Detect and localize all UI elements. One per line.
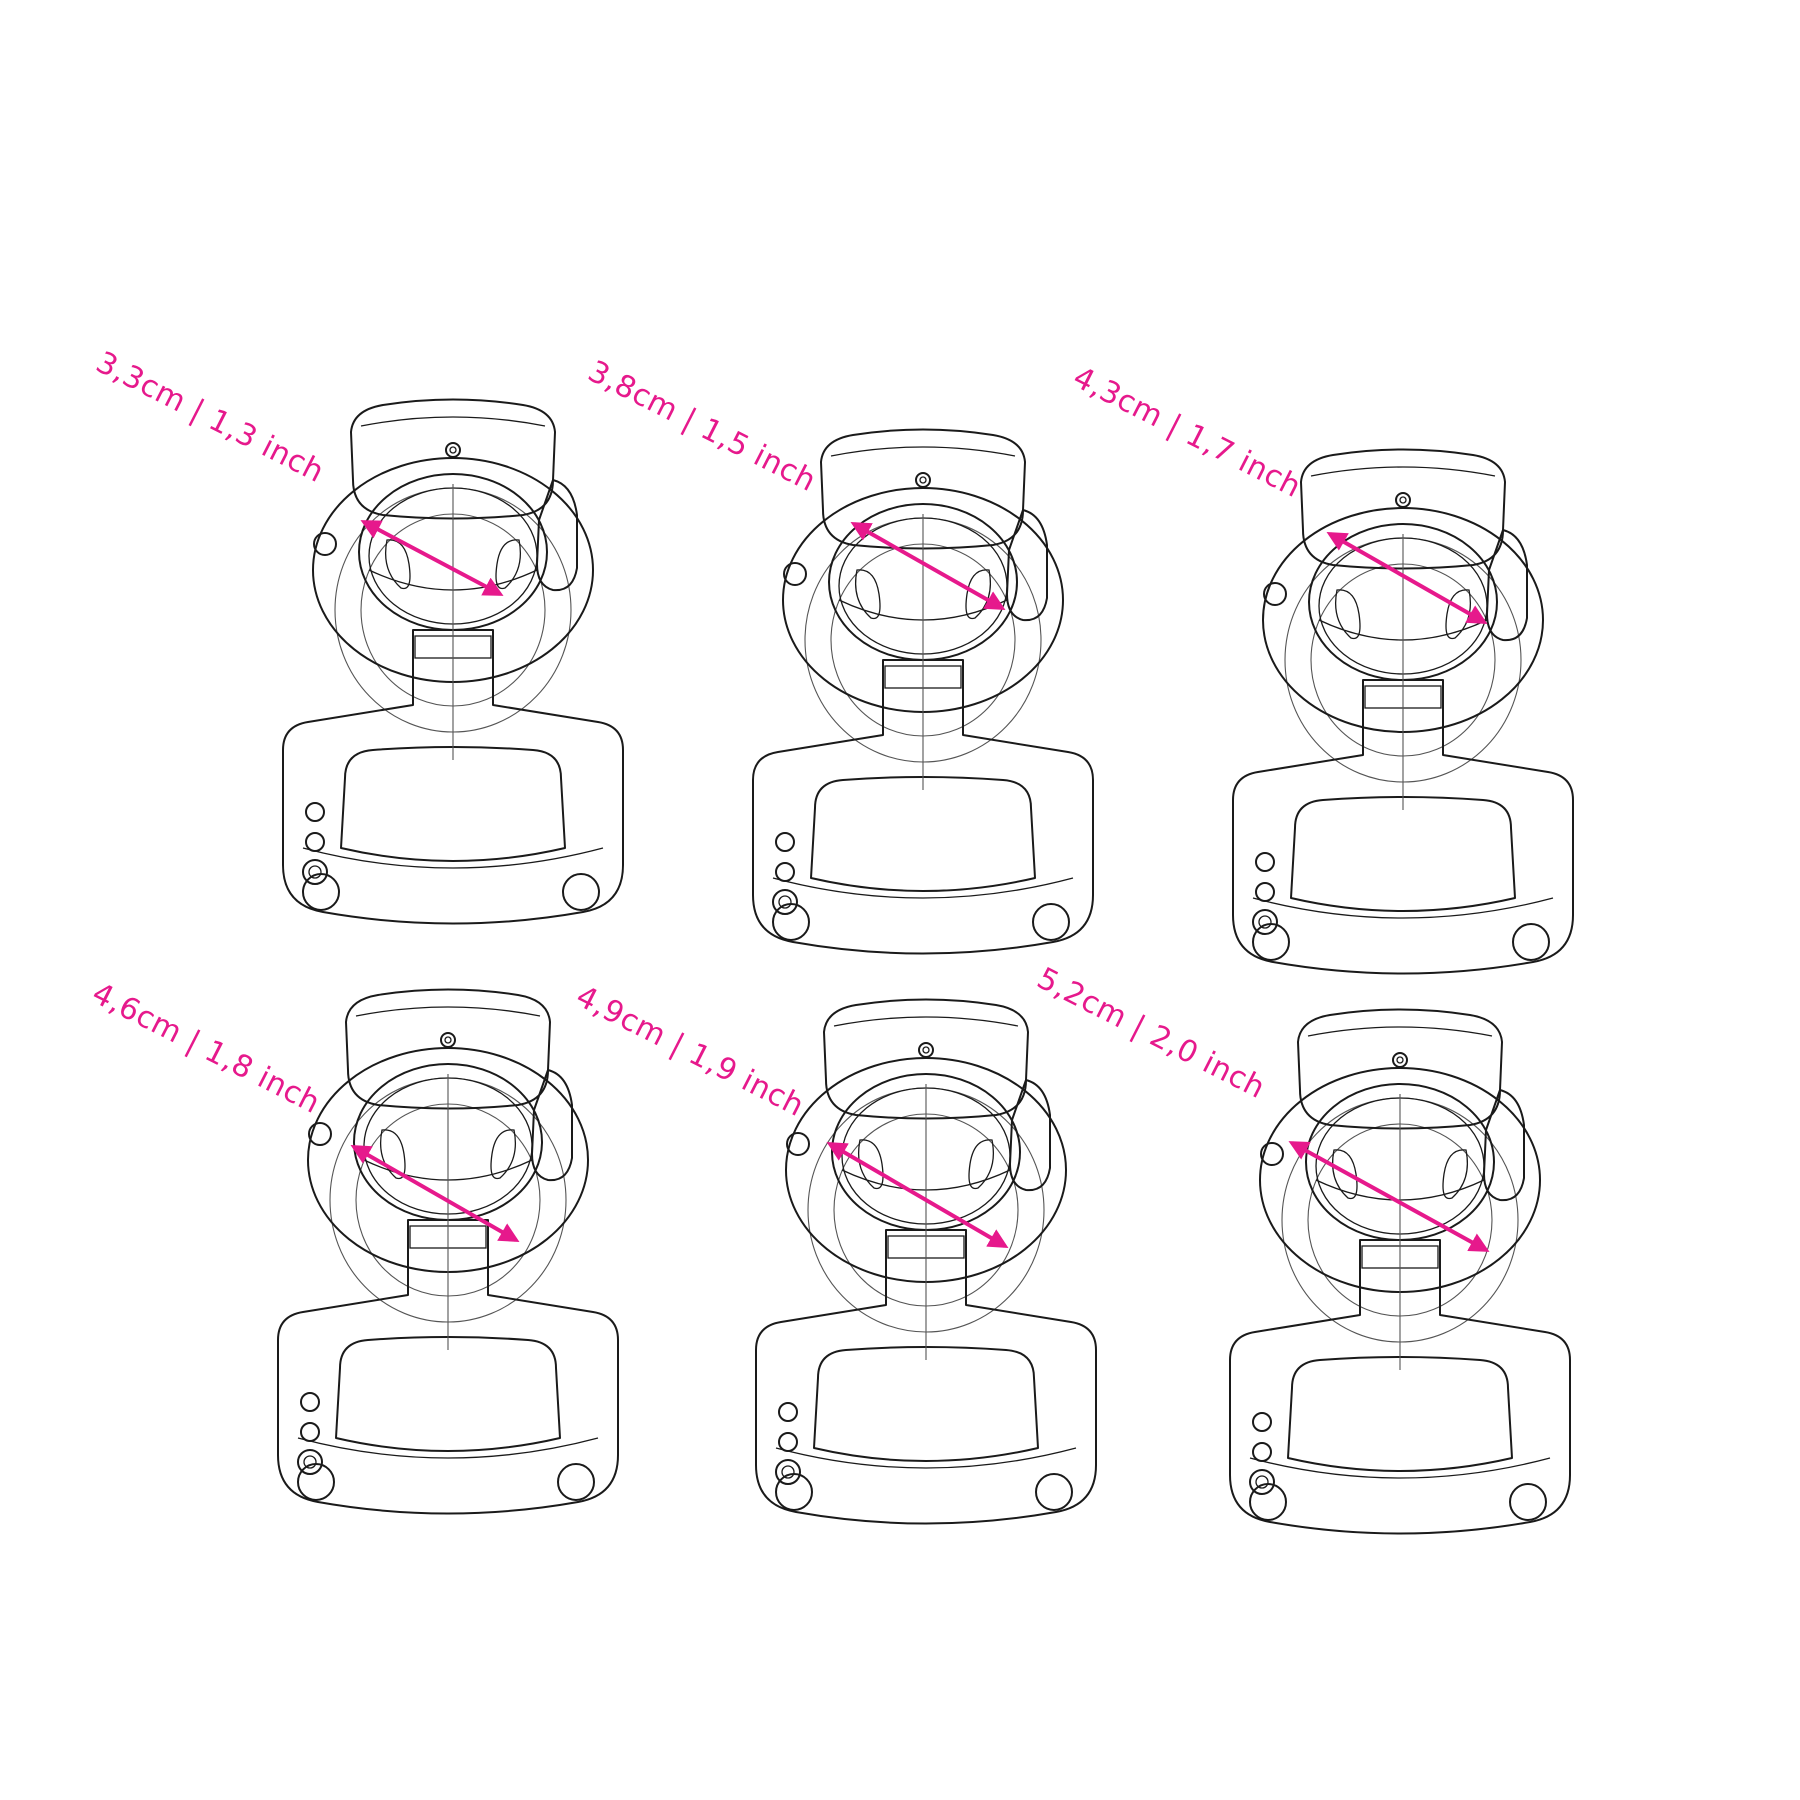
- diameter-arrow: [1288, 1141, 1490, 1252]
- size-label: 5,2cm | 2,0 inch: [1031, 961, 1270, 1106]
- size-label: 4,6cm | 1,8 inch: [86, 976, 325, 1121]
- device-size-5: 4,9cm | 1,9 inch: [570, 979, 1097, 1525]
- device-size-1: 3,3cm | 1,3 inch: [90, 345, 624, 925]
- device-size-2: 3,8cm | 1,5 inch: [582, 354, 1094, 955]
- diameter-arrow: [1326, 532, 1488, 624]
- size-label: 3,3cm | 1,3 inch: [90, 345, 329, 490]
- diameter-arrow: [850, 522, 1006, 610]
- device-size-6: 5,2cm | 2,0 inch: [1031, 961, 1571, 1535]
- size-label: 4,3cm | 1,7 inch: [1067, 360, 1306, 505]
- device-size-3: 4,3cm | 1,7 inch: [1067, 360, 1574, 975]
- device-size-4: 4,6cm | 1,8 inch: [86, 976, 619, 1515]
- diameter-arrow: [350, 1145, 520, 1242]
- diameter-arrow: [360, 520, 504, 596]
- size-label: 3,8cm | 1,5 inch: [582, 354, 821, 499]
- size-label: 4,9cm | 1,9 inch: [570, 979, 809, 1124]
- diameter-arrow: [826, 1141, 1009, 1249]
